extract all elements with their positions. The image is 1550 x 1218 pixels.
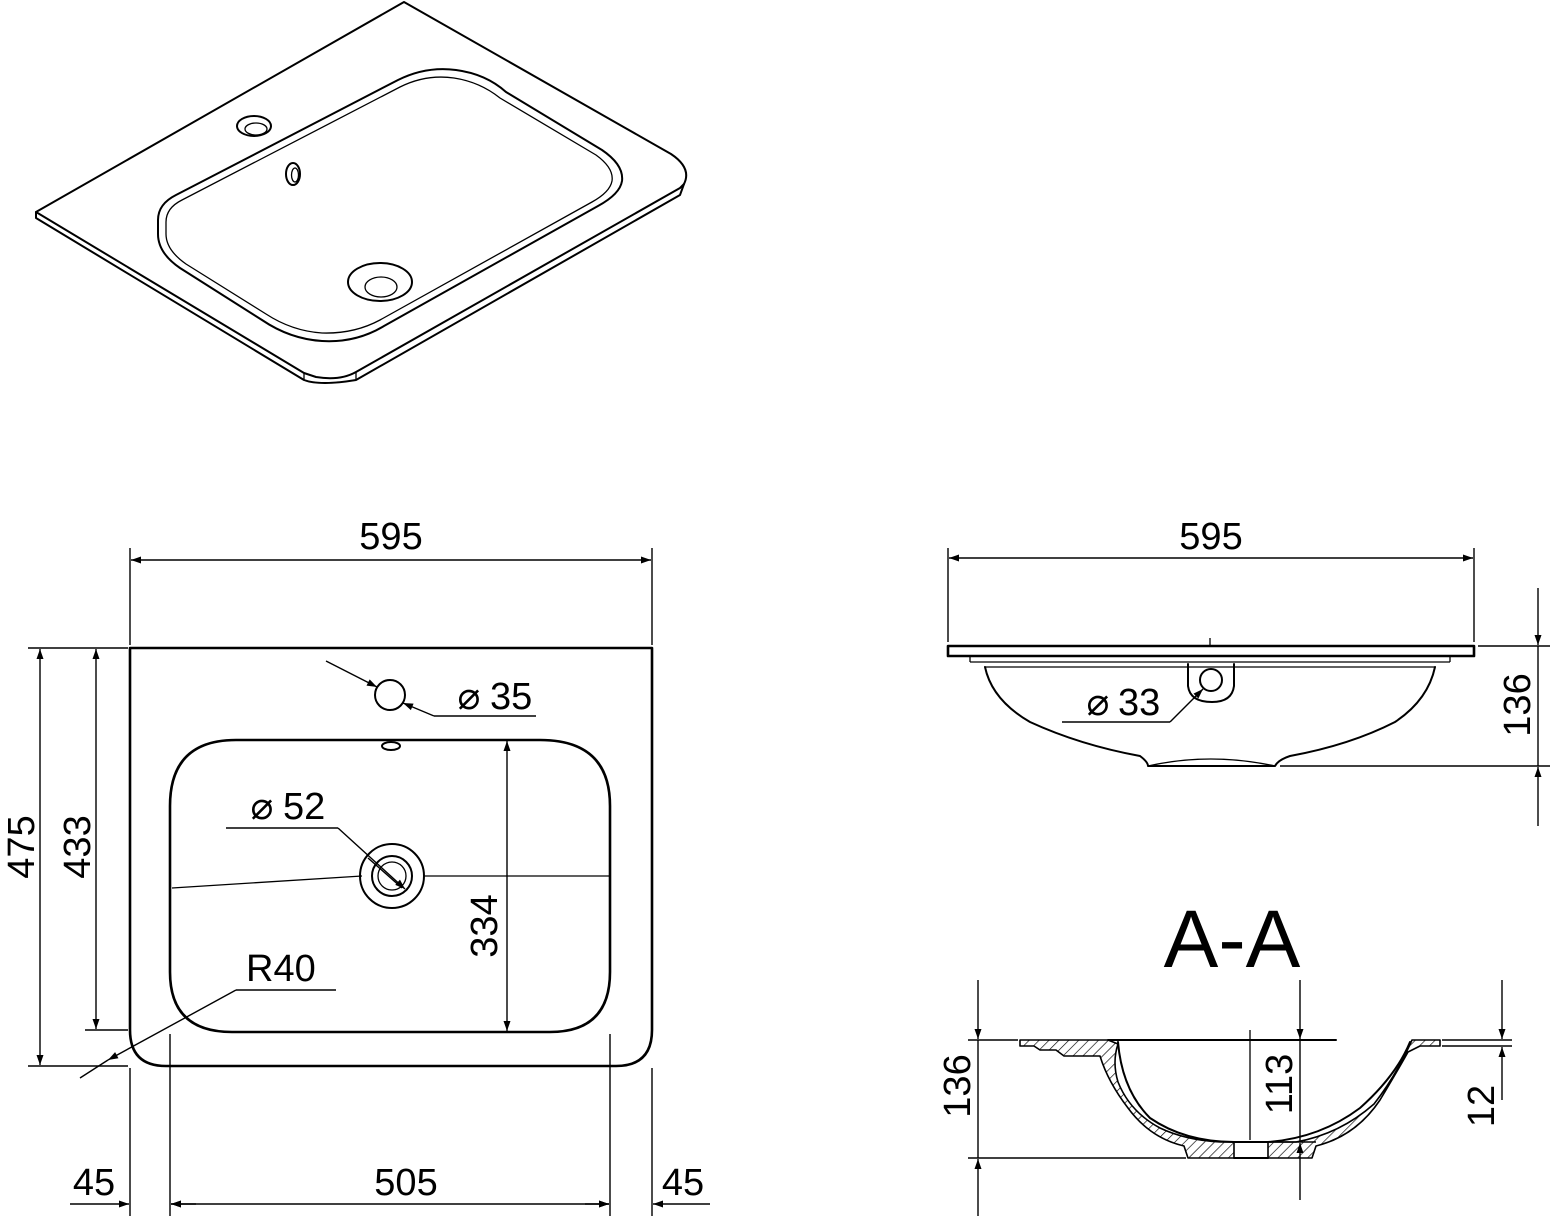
diameter-symbol-33: ⌀ <box>1087 682 1110 724</box>
diameter-symbol-52: ⌀ <box>251 786 274 828</box>
dim-section-depth-113: 113 <box>1259 1054 1301 1115</box>
dim-width-595: 595 <box>359 516 422 558</box>
dim-bowl-width-505: 505 <box>374 1162 437 1204</box>
dim-side-height-136: 136 <box>1497 673 1539 736</box>
dim-overflow-33: 33 <box>1118 682 1160 724</box>
dim-section-height-136: 136 <box>937 1054 979 1117</box>
section-title: A-A <box>1164 894 1301 985</box>
dim-depth-433: 433 <box>57 815 99 878</box>
dim-rim-thickness-12: 12 <box>1461 1085 1503 1127</box>
dim-tap-hole-35: 35 <box>490 676 532 718</box>
diameter-symbol-35: ⌀ <box>458 676 481 718</box>
front-view: 595 475 433 334 45 505 45 ⌀ 35 ⌀ 52 R40 <box>1 516 710 1216</box>
dim-margin-right-45: 45 <box>662 1162 704 1204</box>
dim-corner-radius: R40 <box>246 948 316 990</box>
dim-margin-left-45: 45 <box>73 1162 115 1204</box>
isometric-view <box>35 1 688 384</box>
dim-side-width-595: 595 <box>1179 516 1242 558</box>
section-view: A-A 136 113 12 <box>937 894 1512 1216</box>
dim-drain-52: 52 <box>283 786 325 828</box>
dim-depth-475: 475 <box>1 815 43 878</box>
dim-bowl-depth-334: 334 <box>464 894 506 957</box>
side-view: 595 136 ⌀ 33 <box>946 516 1550 826</box>
